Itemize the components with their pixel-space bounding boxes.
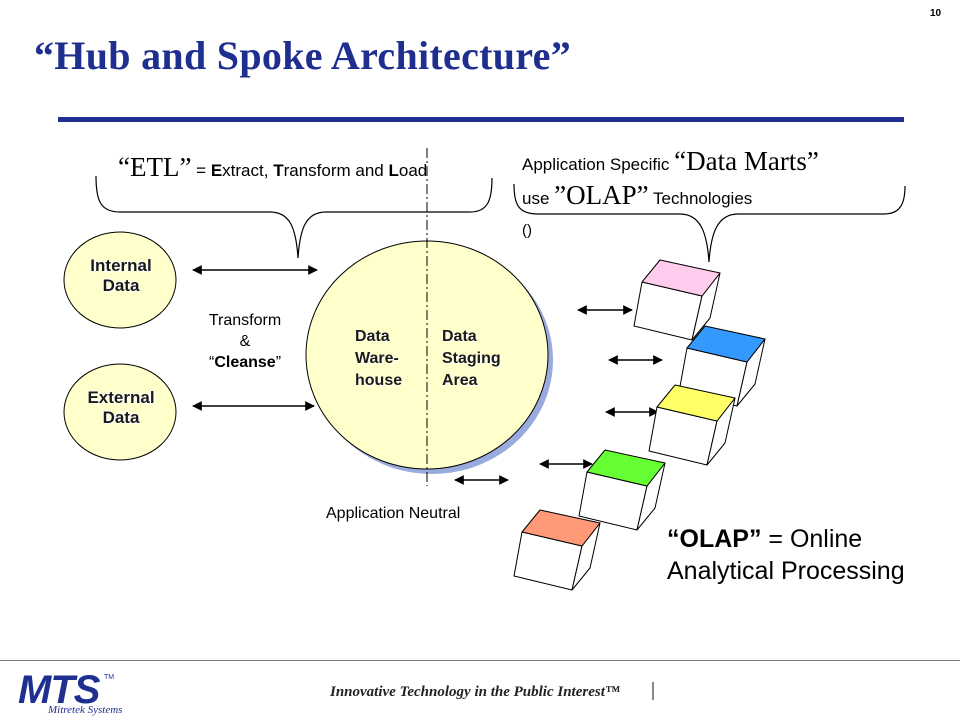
- internal-data-circle: [63, 231, 177, 329]
- data-mart-cube-5: [513, 509, 601, 591]
- marts-label-line3: (): [522, 222, 532, 239]
- data-marts-group: [513, 259, 766, 591]
- mts-logo: MTS: [18, 668, 100, 712]
- page-title: “Hub and Spoke Architecture”: [34, 33, 571, 78]
- footer-tagline-bar: [652, 682, 654, 700]
- external-data-circle: [63, 363, 177, 461]
- mts-logo-trademark: TM: [104, 674, 115, 681]
- data-mart-cube-3: [648, 384, 736, 466]
- footer-tagline: Innovative Technology in the Public Inte…: [330, 684, 620, 700]
- data-mart-4-top: [586, 449, 666, 487]
- data-mart-3-top: [656, 384, 736, 422]
- slide-number: 10: [930, 8, 942, 19]
- marts-label-line2: use ”OLAP” Technologies: [522, 180, 753, 210]
- data-mart-cube-1: [633, 259, 721, 341]
- data-mart-5-top: [521, 509, 601, 547]
- etl-brace: [95, 175, 493, 259]
- data-mart-1-top: [641, 259, 721, 297]
- footer-divider: [0, 660, 960, 661]
- marts-brace: [513, 183, 906, 263]
- olap-definition: “OLAP” = Online Analytical Processing: [667, 525, 905, 585]
- marts-label-line1: Application Specific “Data Marts”: [522, 146, 819, 176]
- title-underline: [58, 117, 904, 122]
- application-neutral-label: Application Neutral: [326, 505, 461, 522]
- transform-cleanse-label: Transform & “Cleanse”: [208, 312, 282, 371]
- etl-acronym: “ETL”: [118, 152, 192, 182]
- data-mart-2-top: [686, 325, 766, 363]
- data-mart-cube-4: [578, 449, 666, 531]
- etl-definition: = Extract, Transform and Load: [191, 161, 428, 180]
- mts-logo-subtitle: Mitretek Systems: [48, 704, 123, 716]
- etl-label: “ETL” = Extract, Transform and Load: [118, 152, 427, 183]
